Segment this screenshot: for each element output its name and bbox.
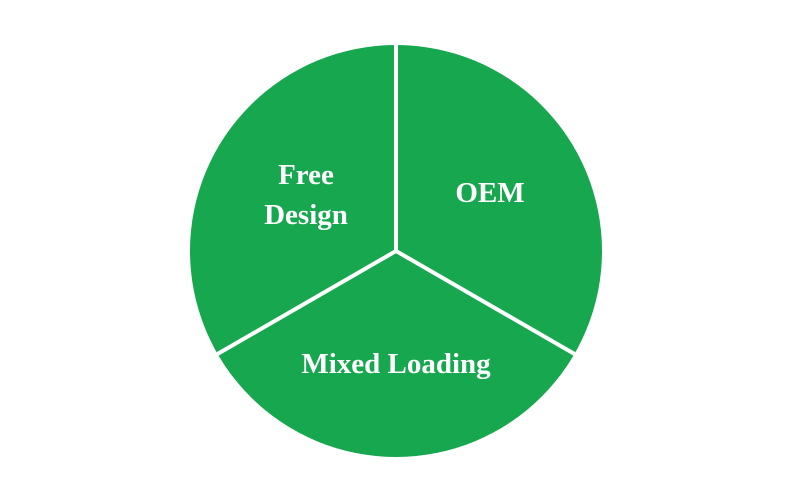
sector-label-oem: OEM bbox=[455, 177, 524, 209]
sector-label-free-design-line-1: Free bbox=[278, 159, 334, 191]
sector-oem: OEM bbox=[455, 177, 524, 209]
sector-label-free-design-line-2: Design bbox=[264, 199, 348, 231]
divider-left bbox=[213, 249, 397, 358]
sector-label-mixed-loading: Mixed Loading bbox=[301, 348, 491, 380]
sector-mixed-loading: Mixed Loading bbox=[301, 348, 491, 380]
sector-free-design: Free Design bbox=[264, 159, 348, 231]
divider-right bbox=[395, 249, 579, 358]
